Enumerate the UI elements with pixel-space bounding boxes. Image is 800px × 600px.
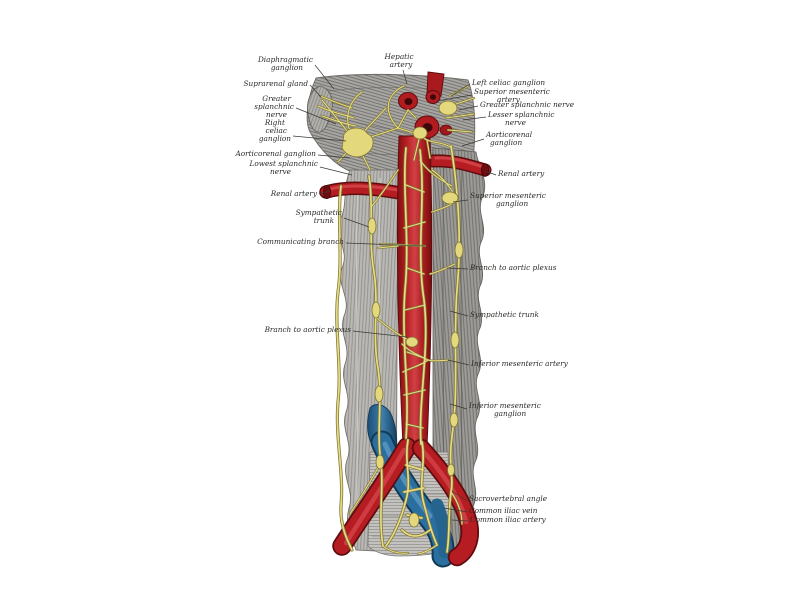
label-superior-mesenteric-artery: Superior mesenteric <box>474 87 550 96</box>
label-aorticorenal-ganglion-right: Aorticorenal <box>485 130 533 139</box>
label-renal-artery-right: Renal artery <box>497 169 545 178</box>
label-inferior-mesenteric-artery: Inferior mesenteric artery <box>470 359 569 368</box>
label-branch-to-aortic-plexus-right: Branch to aortic plexus <box>469 263 557 272</box>
label-lowest-splanchnic-nerve: Lowest splanchnic <box>248 159 318 168</box>
hepatic-artery-stub <box>426 71 445 97</box>
label-communicating-branch: Communicating branch <box>257 237 344 246</box>
label-left-celiac-ganglion: Left celiac ganglion <box>471 78 545 87</box>
leader-lines <box>292 64 497 522</box>
label-sympathetic-trunk-left: Sympathetic <box>296 208 342 217</box>
label-renal-artery-left: Renal artery <box>270 189 318 198</box>
superior-mesenteric-ganglion-shape <box>441 191 459 205</box>
label-sympathetic-trunk-right: Sympathetic trunk <box>470 310 539 319</box>
label-aorticorenal-ganglion-right: ganglion <box>490 138 522 147</box>
label-superior-mesenteric-ganglion: Superior mesenteric <box>470 191 546 200</box>
renal-artery-left-shape <box>319 181 407 200</box>
label-hepatic-artery: Hepatic <box>383 52 413 61</box>
label-lesser-splanchnic-nerve: Lesser splanchnic <box>487 110 554 119</box>
label-diaphragmatic-ganglion: Diaphragmatic <box>257 55 313 64</box>
label-sympathetic-trunk-left: trunk <box>314 216 334 225</box>
label-common-iliac-vein: Common iliac vein <box>469 506 538 515</box>
ganglia <box>341 100 464 528</box>
inferior-mesenteric-ganglion-shape <box>405 336 419 348</box>
label-diaphragmatic-ganglion: ganglion <box>271 63 303 72</box>
label-right-celiac-ganglion: ganglion <box>259 134 291 143</box>
label-sacrovertebral-angle: Sacrovertebral angle <box>469 494 547 503</box>
label-lowest-splanchnic-nerve: nerve <box>270 167 291 176</box>
right-celiac-ganglion-shape <box>341 127 374 158</box>
label-inferior-mesenteric-ganglion: Inferior mesenteric <box>468 401 541 410</box>
label-greater-splanchnic-nerve-left: splanchnic <box>254 102 294 111</box>
label-right-celiac-ganglion: Right <box>264 118 285 127</box>
renal-artery-right-shape <box>426 154 492 177</box>
label-greater-splanchnic-nerve-left: nerve <box>266 110 287 119</box>
label-common-iliac-artery: Common iliac artery <box>470 515 547 524</box>
label-greater-splanchnic-nerve-right: Greater splanchnic nerve <box>480 100 574 109</box>
label-superior-mesenteric-artery: artery <box>497 95 521 104</box>
label-superior-mesenteric-ganglion: ganglion <box>496 199 528 208</box>
label-hepatic-artery: artery <box>390 60 414 69</box>
left-celiac-ganglion-shape <box>438 100 458 116</box>
label-aorticorenal-ganglion-left: Aorticorenal ganglion <box>234 149 316 158</box>
label-right-celiac-ganglion: celiac <box>265 126 287 135</box>
label-suprarenal-gland: Suprarenal gland <box>244 79 309 88</box>
label-lesser-splanchnic-nerve: nerve <box>505 118 526 127</box>
label-branch-to-aortic-plexus-left: Branch to aortic plexus <box>264 325 352 334</box>
figure-labels: Hepatic artery Diaphragmatic ganglion Su… <box>234 52 574 524</box>
label-greater-splanchnic-nerve-left: Greater <box>262 94 291 103</box>
label-inferior-mesenteric-ganglion: ganglion <box>494 409 526 418</box>
